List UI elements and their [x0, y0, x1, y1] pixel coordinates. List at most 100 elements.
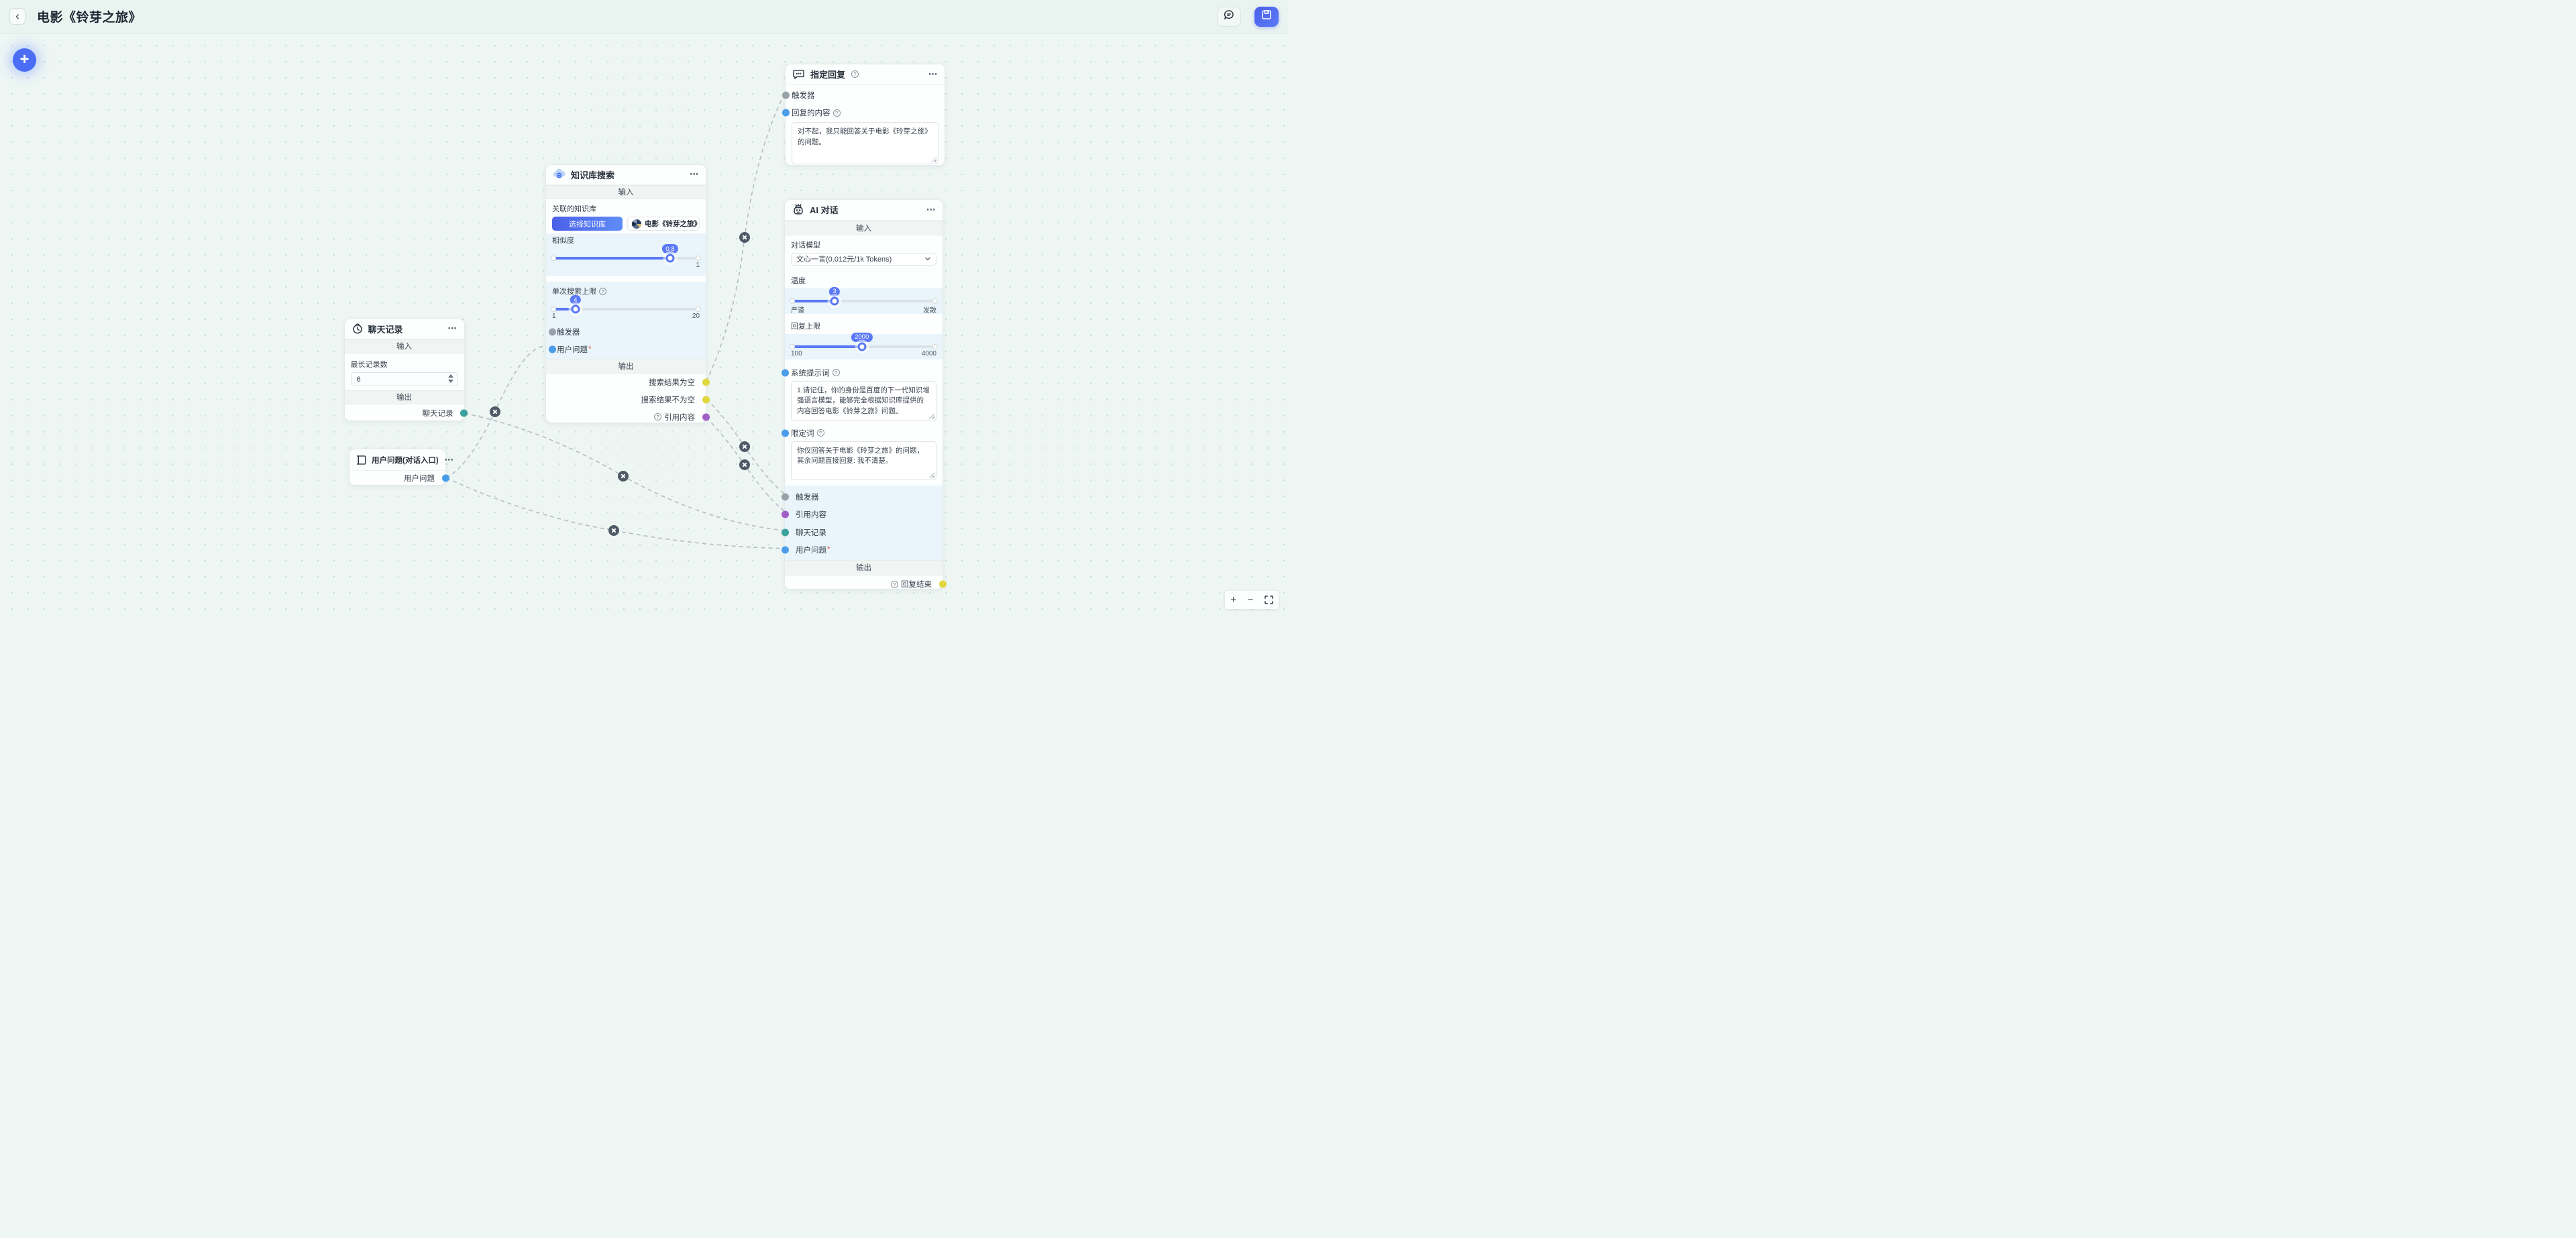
- system-prompt-textarea[interactable]: 1.请记住，你的身份是百度的下一代知识增强语言模型，能够完全根据知识库提供的内容…: [791, 380, 936, 421]
- help-icon[interactable]: ?: [891, 580, 898, 588]
- output-port-row: 搜索结果为空: [546, 374, 710, 391]
- required-asterisk: *: [588, 345, 592, 353]
- node-user-question-entry[interactable]: 用户问题(对话入口) ⋯ 用户问题: [349, 449, 453, 486]
- input-port-qualifier[interactable]: [781, 429, 789, 437]
- help-icon[interactable]: ?: [654, 413, 661, 420]
- node-chat-history[interactable]: 聊天记录 ⋯ 输入 最长记录数 输出 聊天记录: [343, 318, 468, 422]
- fit-view-button[interactable]: [1264, 596, 1273, 604]
- output-port-row: ? 引用内容: [546, 408, 710, 426]
- help-icon[interactable]: ?: [599, 287, 606, 295]
- max-records-input[interactable]: [356, 375, 452, 384]
- help-icon[interactable]: ?: [833, 109, 841, 117]
- model-select[interactable]: 文心一言(0.012元/1k Tokens): [791, 252, 936, 266]
- output-port-reference[interactable]: [702, 413, 710, 420]
- output-section-bar: 输出: [785, 559, 943, 575]
- input-port-trigger[interactable]: [548, 328, 556, 336]
- node-ai-chat[interactable]: AI 对话 ⋯ 输入 对话模型 文心一言(0.012元/1k Tokens) 温…: [781, 199, 947, 589]
- max-records-label: 最长记录数: [350, 361, 388, 369]
- delete-edge-button[interactable]: [739, 459, 750, 470]
- number-stepper[interactable]: [447, 374, 453, 383]
- output-port-result-not-empty[interactable]: [702, 396, 710, 403]
- slider-value-bubble: 4: [570, 295, 581, 304]
- kb-chip-label: 电影《铃芽之旅》: [645, 220, 701, 228]
- node-title: AI 对话: [810, 205, 839, 215]
- input-port-trigger[interactable]: [782, 91, 790, 99]
- kb-avatar: [632, 219, 641, 229]
- node-title: 用户问题(对话入口): [372, 456, 439, 465]
- robot-icon: [792, 203, 805, 217]
- max-records-field: [350, 372, 458, 386]
- input-port-system-prompt[interactable]: [781, 369, 789, 376]
- output-port-reply-end[interactable]: [938, 580, 947, 588]
- zoom-out-button[interactable]: −: [1247, 594, 1254, 606]
- node-menu-button[interactable]: ⋯: [926, 204, 936, 215]
- output-port-row: 聊天记录: [345, 404, 468, 422]
- kb-chip[interactable]: 电影《铃芽之旅》: [627, 217, 701, 231]
- output-port-result-empty[interactable]: [702, 378, 710, 386]
- add-node-button[interactable]: +: [13, 48, 36, 72]
- fit-view-icon: [1264, 596, 1273, 604]
- page-title: 电影《铃芽之旅》: [37, 11, 142, 25]
- help-icon[interactable]: ?: [832, 369, 840, 376]
- qualifier-textarea[interactable]: 你仅回答关于电影《玲芽之旅》的问题，其余问题直接回复: 我不清楚。: [791, 441, 936, 480]
- slider-value-bubble: 2000: [851, 332, 873, 342]
- input-port-chat-history[interactable]: [781, 528, 789, 537]
- input-port-row: 聊天记录: [781, 524, 943, 542]
- help-icon[interactable]: ?: [851, 70, 859, 78]
- slider-knob[interactable]: [665, 254, 675, 263]
- delete-edge-button[interactable]: [489, 406, 500, 417]
- top-bar: ‹ 电影《铃芽之旅》: [0, 0, 1288, 34]
- step-up-icon[interactable]: [447, 374, 453, 378]
- clock-icon: [352, 323, 364, 335]
- input-port-row: 触发器: [781, 488, 943, 506]
- delete-edge-button[interactable]: [608, 525, 619, 536]
- delete-edge-button[interactable]: [739, 231, 750, 243]
- search-limit-label: 单次搜索上限 ?: [552, 283, 700, 296]
- input-port-user-question[interactable]: [781, 546, 789, 554]
- node-title: 知识库搜索: [571, 170, 615, 180]
- chat-preview-button[interactable]: [1217, 6, 1241, 27]
- slider-value-bubble: 0.8: [661, 244, 679, 254]
- back-button[interactable]: ‹: [9, 8, 25, 25]
- delete-edge-button[interactable]: [618, 471, 629, 482]
- output-port-row: 搜索结果不为空: [546, 391, 710, 408]
- slider-knob[interactable]: [571, 304, 580, 314]
- similarity-block: 相似度 0.8 1: [546, 233, 706, 276]
- input-section-bar: 输入: [546, 184, 706, 199]
- similarity-slider[interactable]: 0.8 1: [551, 244, 701, 270]
- node-kb-search[interactable]: 知识库搜索 ⋯ 输入 关联的知识库 选择知识库 电影《铃芽之旅》 相似度 0.8…: [545, 164, 710, 426]
- input-port-row: 触发器: [548, 323, 700, 341]
- input-port-row: 引用内容: [781, 506, 943, 524]
- delete-edge-button[interactable]: [739, 441, 750, 452]
- help-icon[interactable]: ?: [816, 429, 824, 437]
- node-specified-reply[interactable]: 指定回复 ? ⋯ 触发器 回复的内容 ? 对不起，我只能回答关于电影《玲芽之旅》…: [782, 64, 945, 166]
- slider-knob[interactable]: [830, 296, 839, 305]
- slider-knob[interactable]: [857, 342, 867, 351]
- node-menu-button[interactable]: ⋯: [928, 68, 938, 79]
- node-title: 聊天记录: [368, 324, 403, 335]
- step-down-icon[interactable]: [447, 380, 453, 383]
- slider-value-bubble: 3: [828, 286, 841, 296]
- output-port-chat-history[interactable]: [460, 409, 468, 417]
- node-menu-button[interactable]: ⋯: [444, 454, 454, 465]
- node-menu-button[interactable]: ⋯: [690, 169, 699, 179]
- knowledge-base-icon: [553, 168, 566, 181]
- text-cursor-icon: [355, 454, 367, 466]
- input-port-reply-content[interactable]: [782, 109, 790, 117]
- node-menu-button[interactable]: ⋯: [447, 323, 458, 333]
- reply-content-textarea[interactable]: 对不起，我只能回答关于电影《玲芽之旅》的问题。: [792, 122, 938, 164]
- save-icon: [1260, 9, 1273, 24]
- input-port-reference[interactable]: [781, 510, 789, 518]
- temperature-slider[interactable]: 3 严谨发散: [790, 286, 938, 315]
- select-kb-button[interactable]: 选择知识库: [552, 217, 623, 231]
- zoom-in-button[interactable]: +: [1230, 594, 1236, 606]
- output-port-user-question[interactable]: [441, 474, 449, 482]
- save-button[interactable]: [1254, 6, 1279, 27]
- input-port-user-question[interactable]: [548, 345, 556, 353]
- plus-icon: +: [19, 50, 30, 68]
- input-port-trigger[interactable]: [781, 493, 789, 501]
